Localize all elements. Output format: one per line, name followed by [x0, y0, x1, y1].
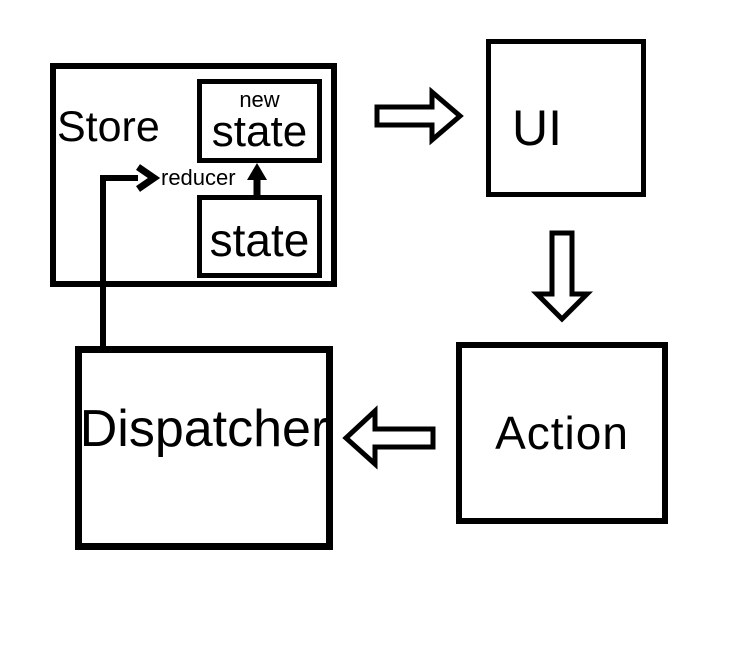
- state-node: state: [197, 195, 322, 278]
- dispatcher-node: Dispatcher: [75, 346, 333, 550]
- action-node: Action: [456, 342, 668, 524]
- ui-label: UI: [512, 100, 562, 156]
- new-state-label-line1: new: [239, 87, 280, 113]
- ui-node: [486, 39, 646, 197]
- dispatcher-label: Dispatcher: [79, 400, 329, 458]
- new-state-node: new state: [197, 79, 322, 163]
- new-state-label-line2: state: [211, 107, 308, 157]
- state-label: state: [209, 213, 310, 266]
- store-label: Store: [57, 103, 160, 151]
- reducer-label: reducer: [161, 165, 236, 190]
- store-to-ui-arrow-icon: [374, 86, 464, 146]
- action-label: Action: [495, 407, 629, 459]
- action-to-dispatcher-arrow-icon: [342, 405, 436, 470]
- ui-to-action-arrow-icon: [530, 230, 594, 323]
